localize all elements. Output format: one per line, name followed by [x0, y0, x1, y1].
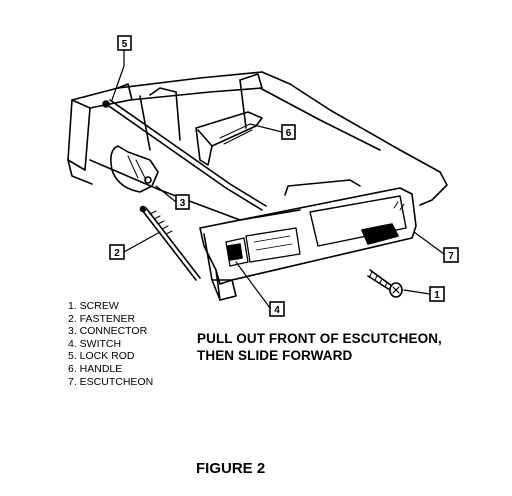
svg-text:1: 1	[434, 290, 440, 301]
screw	[367, 269, 403, 298]
callout-2: 2	[109, 244, 125, 260]
legend-item-handle: 6. HANDLE	[68, 362, 123, 375]
legend-item-escutcheon: 7. ESCUTCHEON	[68, 375, 154, 388]
callout-6: 6	[281, 124, 296, 140]
legend-item-screw: 1. SCREW	[68, 300, 119, 312]
parts-legend: 1. SCREW 2. FASTENER 3. CONNECTOR 4. SWI…	[68, 300, 153, 388]
callout-7: 7	[443, 247, 459, 263]
escutcheon	[199, 187, 417, 301]
instruction-line-2: THEN SLIDE FORWARD	[197, 348, 353, 363]
callout-1: 1	[429, 286, 445, 302]
svg-text:3: 3	[180, 198, 186, 209]
legend-item-lock-rod: 5. LOCK ROD	[68, 350, 135, 363]
rear-housing	[67, 71, 263, 185]
callout-3: 3	[175, 194, 190, 210]
callout-5: 5	[117, 35, 132, 51]
svg-text:7: 7	[448, 251, 454, 262]
door-panel-outline	[89, 71, 448, 221]
leader-lines	[111, 49, 445, 309]
callout-4: 4	[269, 301, 285, 317]
legend-item-fastener: 2. FASTENER	[68, 312, 136, 325]
handle	[195, 111, 263, 166]
lock-rod	[102, 99, 267, 211]
figure-caption: FIGURE 2	[196, 460, 266, 477]
svg-text:4: 4	[274, 305, 280, 316]
legend-item-switch: 4. SWITCH	[68, 337, 122, 350]
svg-text:5: 5	[122, 39, 128, 50]
instruction-line-1: PULL OUT FRONT OF ESCUTCHEON,	[197, 331, 442, 346]
svg-text:2: 2	[114, 248, 120, 259]
legend-item-connector: 3. CONNECTOR	[68, 325, 148, 338]
svg-text:6: 6	[286, 128, 292, 139]
connector	[110, 145, 159, 193]
instruction-text: PULL OUT FRONT OF ESCUTCHEON, THEN SLIDE…	[197, 330, 442, 364]
fastener	[139, 205, 201, 281]
